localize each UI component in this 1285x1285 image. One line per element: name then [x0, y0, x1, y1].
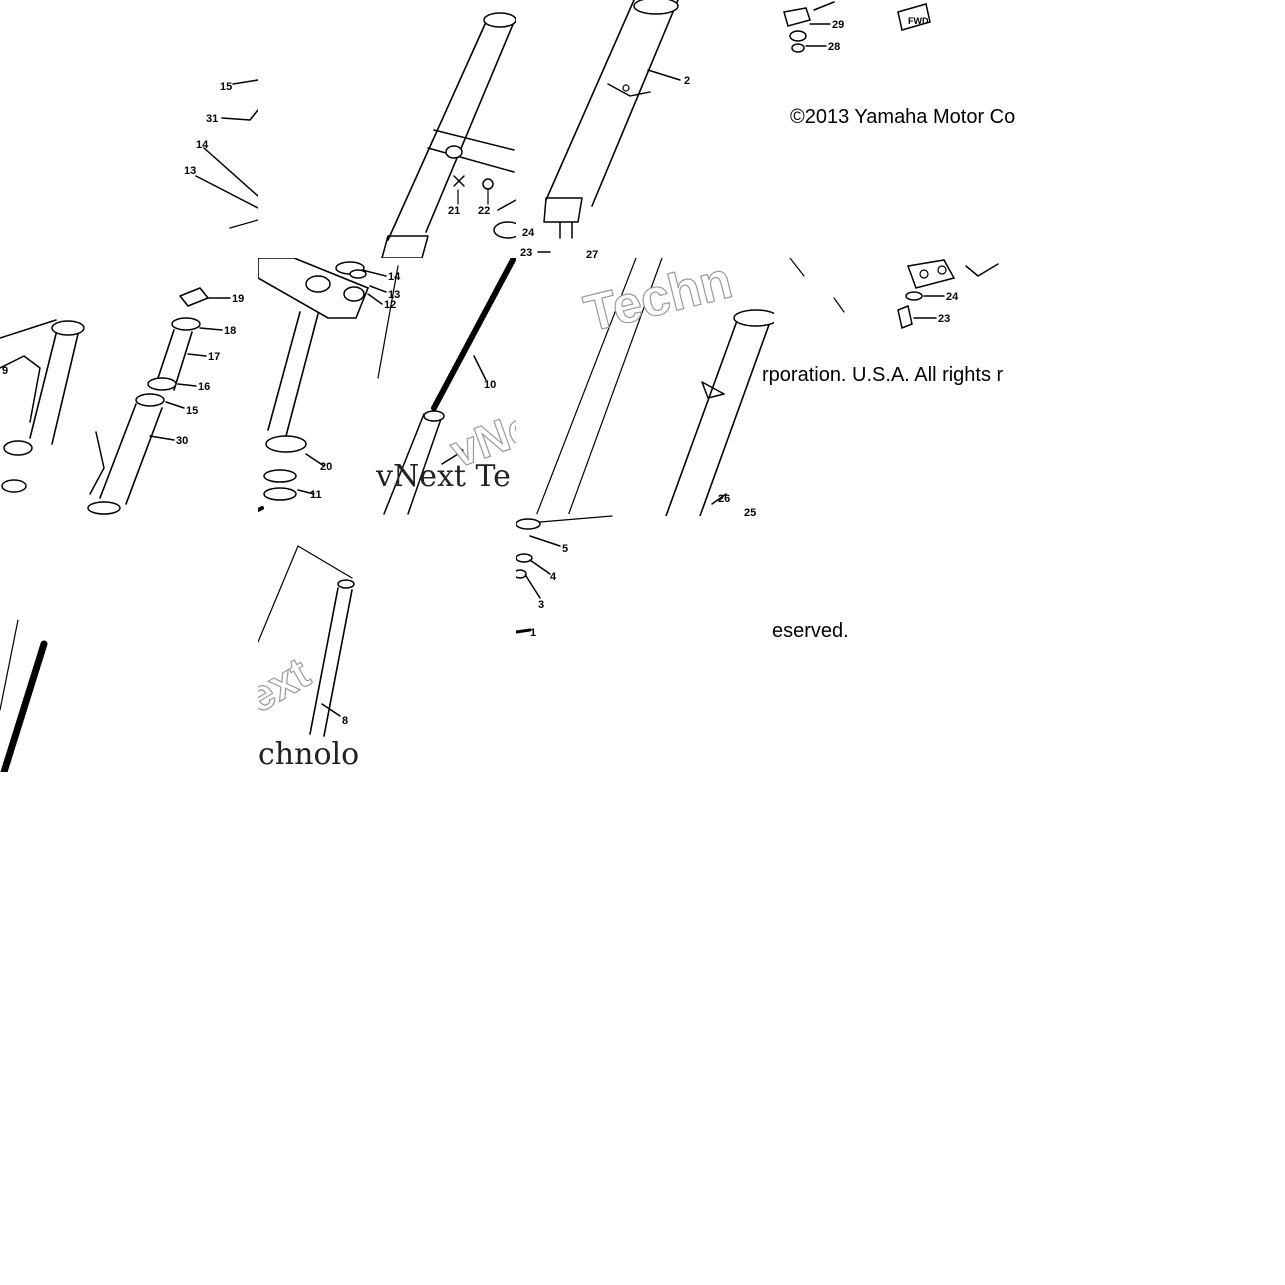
fork-leg-drawing: 9 19 18 17 16 15 30: [0, 287, 244, 515]
copyright-text-part-2: rporation. U.S.A. All rights r: [762, 364, 1004, 386]
diagram-tile-center: 14 12 13 20 11 10 9 vNe vNext Te: [258, 258, 516, 516]
diagram-tile-axle-hardware: 29 28 FWD: [774, 0, 1032, 94]
part-label: 4: [550, 571, 557, 583]
part-label: 17: [208, 351, 220, 363]
inner-tube-drawing: 21 22: [381, 12, 516, 258]
diagram-tile-top-left: 15 31 14 13: [0, 0, 258, 258]
part-label: 27: [586, 249, 598, 258]
axle-holder-drawing: 24 23: [789, 258, 999, 330]
copyright-text-part-3: eserved.: [772, 620, 849, 642]
part-label: 25: [744, 507, 756, 516]
watermark-serif-text: vNext Te: [375, 459, 511, 494]
part-label: 24: [522, 227, 535, 239]
part-label: 23: [520, 247, 532, 258]
watermark-serif-text: chnolo: [258, 737, 359, 772]
small-hardware-drawing: 5 4 3 1: [516, 515, 613, 639]
part-label: 19: [232, 293, 244, 305]
part-label: 14: [196, 139, 209, 151]
part-label: 5: [562, 543, 568, 555]
part-label: 9: [2, 365, 8, 377]
part-label: 11: [310, 489, 322, 501]
part-label: 15: [186, 405, 198, 417]
part-label: 13: [388, 289, 400, 301]
axle-hardware-drawing: 29 28 FWD: [783, 1, 931, 53]
part-label: 8: [342, 715, 348, 727]
diagram-tile-bottom-left: [0, 620, 52, 772]
part-label: 28: [828, 41, 840, 53]
diagram-tile-small-hardware: 5 4 3 1: [516, 514, 620, 644]
part-label: 29: [832, 19, 844, 31]
outer-tube-drawing: 2 24 23 27: [520, 0, 690, 258]
diagram-tile-top-mid: 21 22: [258, 0, 516, 258]
fork-bracket-drawing: 15 31 14 13: [184, 79, 258, 229]
damper-rod-drawing: 8 ext chnolo: [258, 545, 359, 772]
part-label: 16: [198, 381, 210, 393]
diagram-tile-top-right: 2 24 23 27: [516, 0, 774, 258]
part-label: 22: [478, 205, 490, 217]
part-label: 9: [458, 447, 464, 459]
copyright-text-part-1: ©2013 Yamaha Motor Co: [790, 106, 1016, 128]
svg-text:FWD: FWD: [908, 16, 929, 26]
part-label: 20: [320, 461, 332, 473]
part-label: 12: [384, 299, 396, 311]
part-label: 26: [718, 493, 730, 505]
diagram-tile-axle-holder: 24 23: [774, 258, 1032, 342]
part-label: 13: [184, 165, 196, 177]
part-label: 18: [224, 325, 236, 337]
part-label: 24: [946, 291, 959, 303]
diagram-tile-center-right: 26 25 Techn: [516, 258, 774, 516]
diagram-tile-bottom-center: 8 ext chnolo: [258, 544, 362, 772]
part-label: 15: [220, 81, 232, 93]
part-label: 30: [176, 435, 188, 447]
watermark-outline-text: Techn: [579, 258, 738, 344]
part-label: 21: [448, 205, 460, 217]
part-label: 2: [684, 75, 690, 87]
watermark-outline-text: ext: [258, 648, 318, 722]
part-label: 3: [538, 599, 544, 611]
part-label: 1: [530, 627, 536, 639]
outer-tube-lower-drawing: 26 25 Techn: [535, 258, 774, 516]
part-label: 14: [388, 271, 401, 283]
diagram-tile-mid-left: 9 19 18 17 16 15 30: [0, 258, 258, 516]
under-bracket-drawing: 14 12 13 20 11 10 9 vNe vNext Te: [258, 258, 516, 515]
part-label: 31: [206, 113, 218, 125]
fork-spring-drawing: [0, 620, 48, 772]
part-label: 10: [484, 379, 496, 391]
part-label: 23: [938, 313, 950, 325]
